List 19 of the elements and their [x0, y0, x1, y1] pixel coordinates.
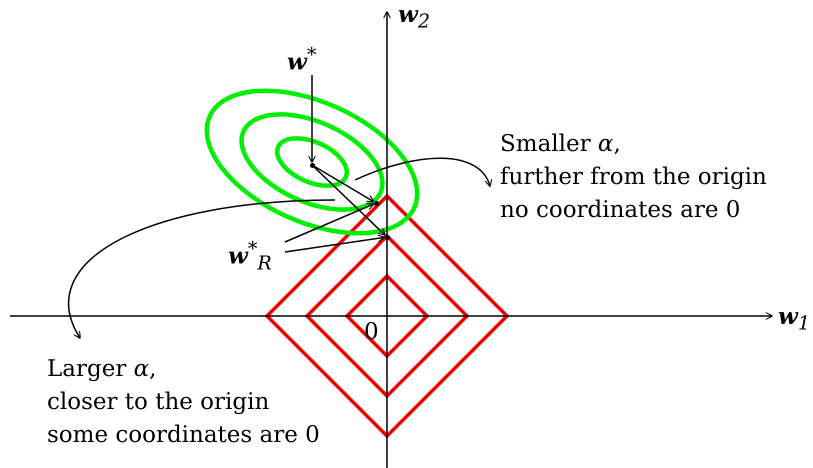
annotation-text: Larger α,: [47, 355, 158, 384]
annotation-text: no coordinates are 0: [500, 196, 742, 225]
arrow: [68, 199, 336, 340]
tangent-point: [384, 234, 390, 240]
tangent-point: [374, 200, 378, 206]
arrow: [308, 75, 316, 164]
ellipse-center: [310, 162, 314, 168]
arrow: [354, 158, 492, 188]
annotation-text: further from the origin: [500, 163, 767, 192]
arrow: [311, 164, 386, 236]
axis-label: w$_{1}$: [778, 302, 810, 337]
arrow: [284, 234, 386, 253]
arrow: [284, 202, 374, 243]
annotation-text: Smaller α,: [500, 130, 622, 159]
vector-label: w$^{*}$: [287, 42, 316, 78]
annotation-text: closer to the origin: [47, 388, 270, 417]
annotation-text: some coordinates are 0: [47, 421, 320, 450]
axis-label: w$_{2}$: [398, 0, 430, 35]
origin-label: 0: [364, 318, 379, 347]
